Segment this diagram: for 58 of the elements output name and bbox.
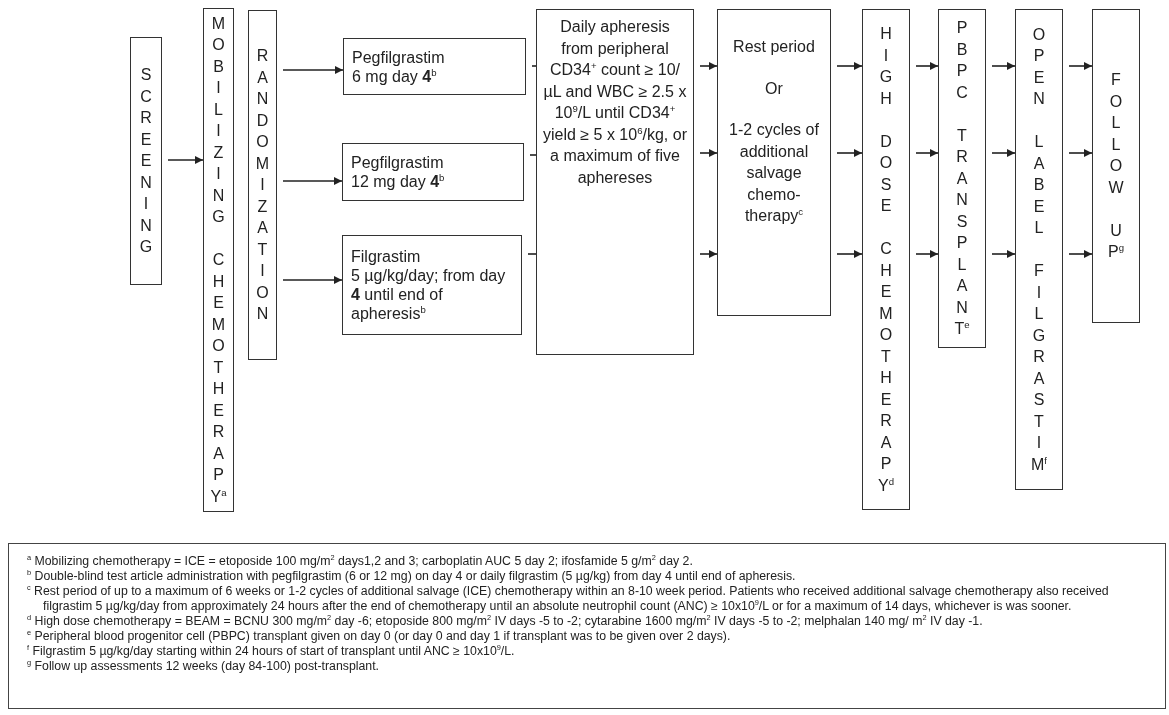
arrow [991, 149, 1016, 157]
box-text: Or [765, 78, 783, 99]
box-text: Pegfilgrastim [352, 47, 446, 67]
arrow [991, 62, 1016, 70]
footnote: $^{b}$ Double-blind test article administration with pegfilgrastim (6 or 12 mg) on day 4 or daily filgrastim (5 µg/kg) from day 4 until end of apheresis. [26, 569, 797, 584]
vertical-step-box [248, 10, 277, 360]
treatment-box [342, 235, 522, 335]
arrow [699, 250, 718, 258]
arrow [167, 156, 204, 164]
footnote: $^{e}$ Peripheral blood progenitor cell (PBPC) transplant given on day 0 (or day 0 and day 1 if transplant was to be given over 2 days). [26, 629, 731, 644]
connector-line [529, 154, 537, 156]
arrow [282, 177, 343, 185]
footnote: $^{g}$ Follow up assessments 12 weeks (day 84-100) post-transplant. [26, 659, 379, 674]
vertical-step-box [1015, 9, 1063, 490]
arrow [1068, 250, 1093, 258]
arrow [915, 250, 939, 258]
vertical-label: SCREENING [138, 65, 154, 258]
arrow [1068, 62, 1093, 70]
vertical-label: FOLLOW UP$^{g}$ [1107, 70, 1125, 263]
connector-line [531, 65, 537, 67]
vertical-label: MOBILIZING CHEMOTHERAPY$^{a}$ [209, 13, 228, 507]
box-text: 12 mg day 4$^{b}$ [351, 172, 446, 191]
box-text: Pegfilgrastim [351, 153, 445, 172]
box-text: Daily apheresis from peripheral CD34$^{+}$ count ≥ 10/µL and WBC ≥ 2.5 x 10$^{9}$/L until CD34$^{+}$ yield ≥ 5 x 10$^{6}$/kg, or a maximum of five aphereses [543, 17, 687, 188]
vertical-label: PBPC TRANSPLANT$^{e}$ [953, 18, 971, 340]
vertical-label: HIGH DOSE CHEMOTHERAPY$^{d}$ [877, 24, 895, 496]
connector-line [527, 253, 537, 255]
vertical-step-box [1092, 9, 1140, 323]
vertical-label: RANDOMIZATION [254, 46, 271, 325]
box-text: 1-2 cycles of additional salvage chemo-therapy$^{c}$ [728, 120, 820, 226]
treatment-box [343, 38, 526, 95]
arrow [282, 66, 344, 74]
box-text: 5 µg/kg/day; from day 4 until end of apheresis$^{b}$ [351, 266, 507, 323]
vertical-step-box [862, 9, 910, 510]
arrow [836, 250, 863, 258]
arrow [699, 62, 718, 70]
box-text: 6 mg day 4$^{b}$ [352, 66, 438, 86]
footnote: $^{d}$ High dose chemotherapy = BEAM = BCNU 300 mg/m$^{2}$ day -6; etoposide 800 mg/m$^{2}$ IV days -5 to -2; cytarabine 1600 mg/m$^{2}$ IV days -5 to -2; melphalan 140 mg/ m$^{2}$ IV day -1. [26, 614, 984, 629]
vertical-step-box [203, 8, 234, 512]
arrow [699, 149, 718, 157]
vertical-step-box [938, 9, 986, 348]
footnote: $^{c}$ Rest period of up to a maximum of 6 weeks or 1-2 cycles of additional salvage (ICE) chemotherapy within an 8-10 week period. Patients who received additional salvage chemotherapy also received filgrastim 5 µg/kg/day from approximately 24 hours after the end of chemotherapy until an absolute neutrophil count (ANC) ≥ 10x10$^{9}$/L or for a maximum of 14 days, whichever is was sooner. [26, 584, 1110, 614]
arrow [836, 62, 863, 70]
footnote: $^{a}$ Mobilizing chemotherapy = ICE = etoposide 100 mg/m$^{2}$ days1,2 and 3; carboplatin AUC 5 day 2; ifosfamide 5 g/m$^{2}$ day 2. [26, 554, 694, 569]
footnote: $^{f}$ Filgrastim 5 µg/kg/day starting within 24 hours of start of transplant until ANC ≥ 10x10$^{9}$/L. [26, 644, 515, 659]
arrow [915, 62, 939, 70]
arrow [282, 276, 343, 284]
box-text: Filgrastim [351, 247, 422, 266]
process-box [536, 9, 694, 355]
process-box [717, 9, 831, 316]
vertical-label: OPEN LABEL FILGRASTIM$^{f}$ [1030, 24, 1048, 475]
arrow [836, 149, 863, 157]
arrow [991, 250, 1016, 258]
arrow [1068, 149, 1093, 157]
treatment-box [342, 143, 524, 201]
vertical-step-box [130, 37, 162, 285]
arrow [915, 149, 939, 157]
box-text: Rest period [733, 37, 815, 57]
